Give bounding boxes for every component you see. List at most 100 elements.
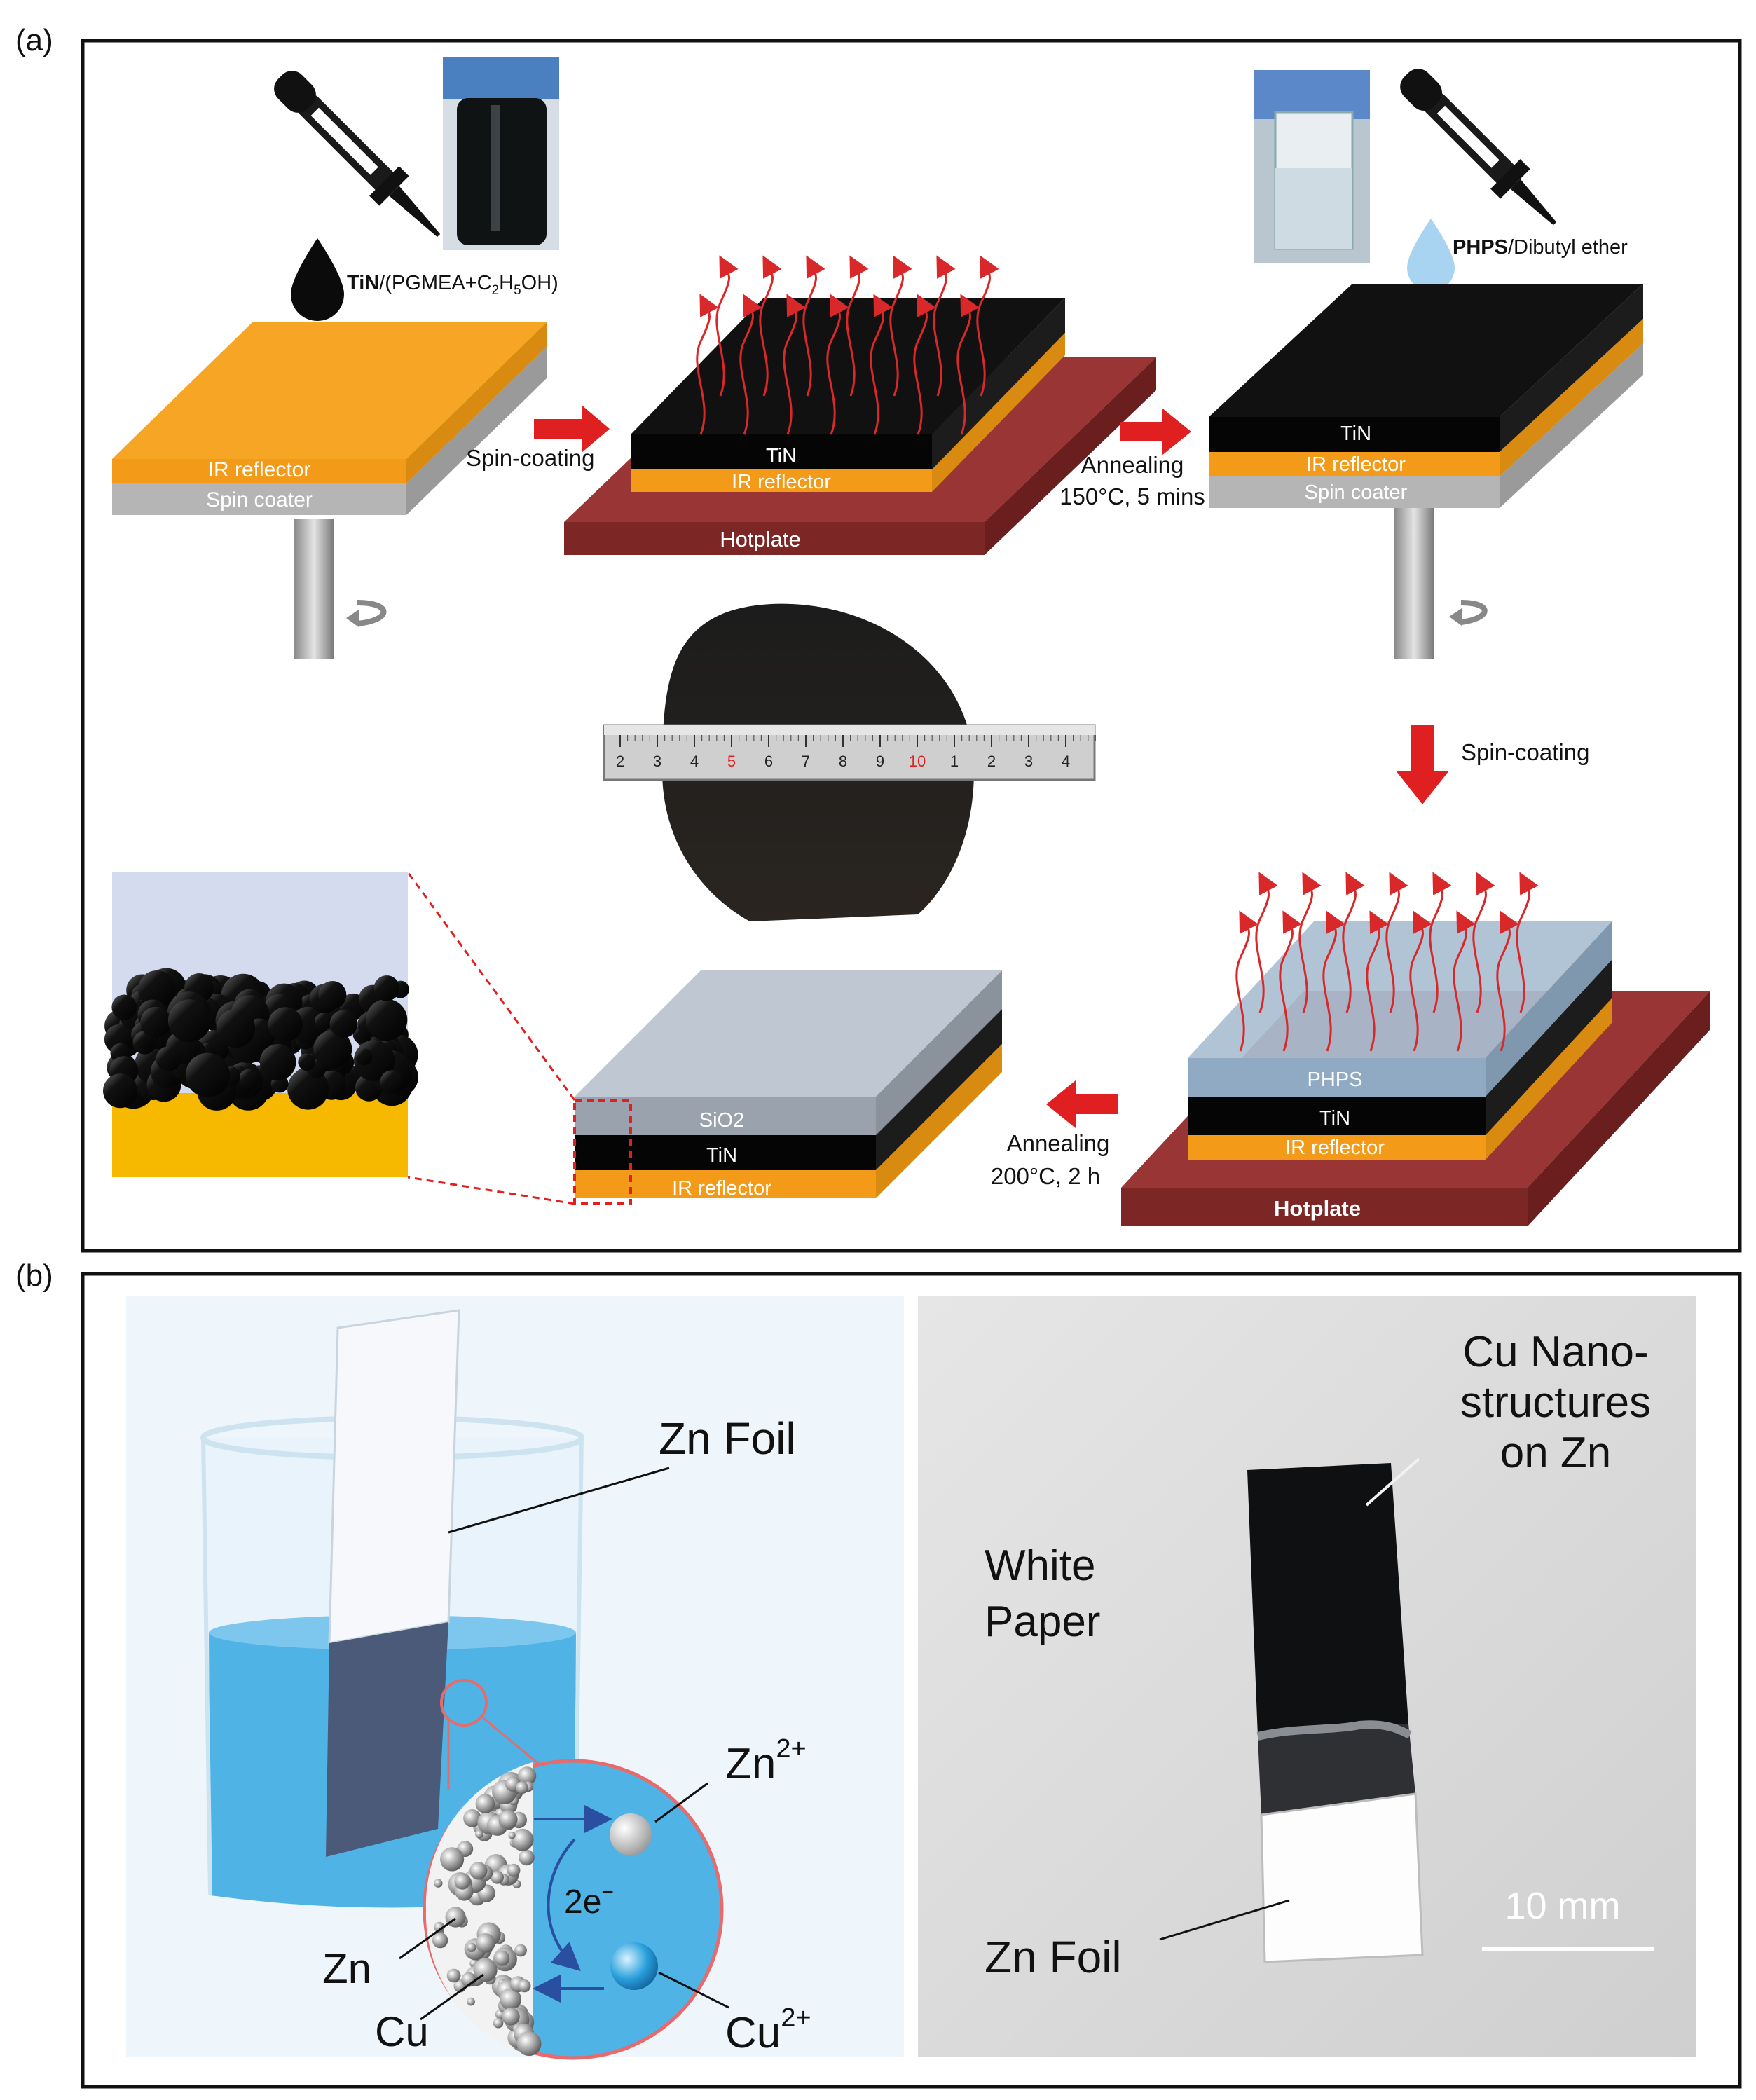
cu-particle [511, 1828, 534, 1851]
step1-label: Spin-coating [466, 445, 594, 471]
ruler-tick-label: 9 [876, 753, 884, 770]
nanoparticle [185, 1052, 231, 1098]
stage3-tin-label: TiN [1340, 423, 1371, 445]
cu-particle [440, 1847, 465, 1872]
ruler-tick-label: 3 [1024, 753, 1033, 770]
vapor-line [846, 255, 869, 397]
stage2-tin-label: TiN [766, 445, 797, 467]
vapor-line [715, 255, 739, 397]
ruler-tick-label: 2 [616, 753, 624, 770]
cu-particle [432, 1932, 448, 1949]
ruler-tick-label: 10 [909, 753, 926, 770]
vapor-line [759, 255, 782, 397]
vapor-line [1385, 872, 1408, 1013]
nanoparticle [268, 1007, 303, 1042]
stage2-hotplate [564, 298, 1156, 555]
phps-photo [1254, 70, 1370, 263]
electrons-label: 2e− [564, 1881, 614, 1921]
vapor-line [1472, 872, 1495, 1013]
zn-ion-label: Zn2+ [725, 1734, 807, 1788]
ink-drop-black [291, 238, 344, 321]
nanoparticle [111, 994, 137, 1020]
stage1-base-label: Spin coater [206, 488, 313, 512]
stage4-hotplate [1121, 921, 1710, 1226]
paper-label-line2: Paper [985, 1598, 1100, 1646]
vapor-line [976, 255, 999, 397]
vapor-line [1322, 910, 1345, 1052]
ruler-tick-label: 5 [727, 753, 736, 770]
vapor-line [1409, 910, 1432, 1052]
cu-particle [518, 1979, 531, 1993]
electron-arrow [547, 1838, 581, 1972]
vapor-line [1279, 910, 1302, 1052]
vapor-line [1496, 910, 1519, 1052]
nanoparticle [259, 1044, 296, 1080]
arrow-right-2 [1120, 408, 1191, 455]
cu-particle [508, 1832, 516, 1839]
cu-pointer [420, 1973, 484, 2021]
nanoparticle [167, 999, 211, 1043]
tin-ink-photo [443, 57, 559, 250]
nanoparticle [314, 1013, 332, 1031]
cu-particle [446, 1968, 461, 1983]
nanoparticle [216, 1008, 256, 1048]
nanoparticle [287, 1068, 329, 1110]
paper-label-line1: White [985, 1542, 1095, 1590]
photo-foil-label: Zn Foil [985, 1932, 1122, 1982]
nano-pointer [1365, 1457, 1420, 1507]
nanoparticle [313, 1030, 352, 1069]
stage3-ir-label: IR reflector [1306, 453, 1406, 476]
cu-particle [463, 1809, 481, 1827]
cu-particle [467, 1997, 475, 2006]
sample-strip [1247, 1463, 1424, 1963]
stage5-stack [573, 970, 1002, 1205]
zn-foil-strip [326, 1309, 460, 1857]
nano-label-line1: Cu Nano- [1462, 1328, 1648, 1376]
nanoparticle [380, 1070, 404, 1094]
nanoparticle [137, 970, 176, 1008]
ruler-tick-label: 1 [950, 753, 959, 770]
vapor-line [889, 255, 912, 397]
arrow-left [1046, 1080, 1118, 1128]
cu-particle [475, 1794, 495, 1813]
stage5-sio2-label: SiO2 [699, 1109, 744, 1132]
vapor-line [1298, 872, 1322, 1013]
cu-particle [519, 1849, 535, 1866]
cu-particle [434, 1921, 445, 1933]
magnify-spot [440, 1679, 488, 1727]
vapor-line [826, 294, 849, 435]
vapor-line [802, 255, 825, 397]
nano-label-line2: structures [1460, 1378, 1651, 1427]
cu-particle [454, 1873, 471, 1890]
step4-line1: Annealing [1007, 1130, 1110, 1156]
ruler-tick-label: 4 [690, 753, 699, 770]
dropper-icon-2 [1400, 69, 1557, 226]
vapor-line [739, 294, 762, 435]
vapor-line [913, 294, 936, 435]
step2-line1: Annealing [1081, 452, 1184, 478]
cu-particle [498, 1810, 518, 1829]
stage4-ir-label: IR reflector [1285, 1137, 1385, 1159]
vapor-line [1255, 872, 1278, 1013]
stage2-hotplate-label: Hotplate [720, 527, 800, 551]
ink-drop-blue [1407, 219, 1455, 291]
ruler-tick-label: 8 [839, 753, 847, 770]
arrow-right-1 [534, 405, 610, 453]
vapor-line [1453, 910, 1476, 1052]
zn-pointer [399, 1917, 456, 1960]
cu-particle [516, 2031, 542, 2057]
cu-particle [517, 1766, 537, 1785]
zn-ion-pointer [654, 1782, 708, 1823]
nanoparticle [318, 981, 347, 1009]
vapor-line [1366, 910, 1389, 1052]
nanoparticle [355, 1048, 373, 1066]
step4-line2: 200°C, 2 h [991, 1163, 1100, 1189]
nanoparticle [103, 1073, 137, 1109]
scale-bar-label: 10 mm [1504, 1885, 1620, 1927]
nanoparticle [365, 998, 408, 1041]
vapor-line [1342, 872, 1365, 1013]
schematic-zn-foil-label: Zn Foil [659, 1413, 796, 1464]
cu-particle [507, 1863, 521, 1877]
vapor-line [696, 294, 719, 435]
